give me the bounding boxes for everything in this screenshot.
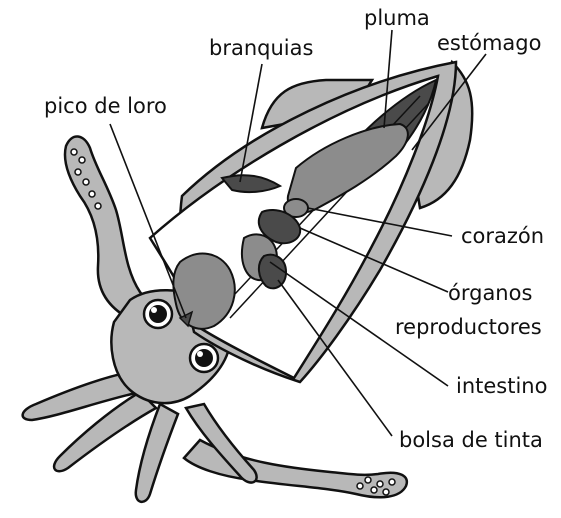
squid-ink-sac [259,255,286,289]
label-reproductores: reproductores [395,317,542,338]
label-branquias: branquias [209,38,313,59]
label-estomago: estómago [437,33,541,54]
squid-eye-upper [144,300,172,328]
label-bolsa-de-tinta: bolsa de tinta [399,430,543,451]
label-organos: órganos [448,283,532,304]
label-pico-de-loro: pico de loro [44,96,167,117]
squid-eye-lower [190,344,218,372]
label-corazon: corazón [461,226,544,247]
label-pluma: pluma [364,8,430,29]
label-intestino: intestino [456,376,547,397]
